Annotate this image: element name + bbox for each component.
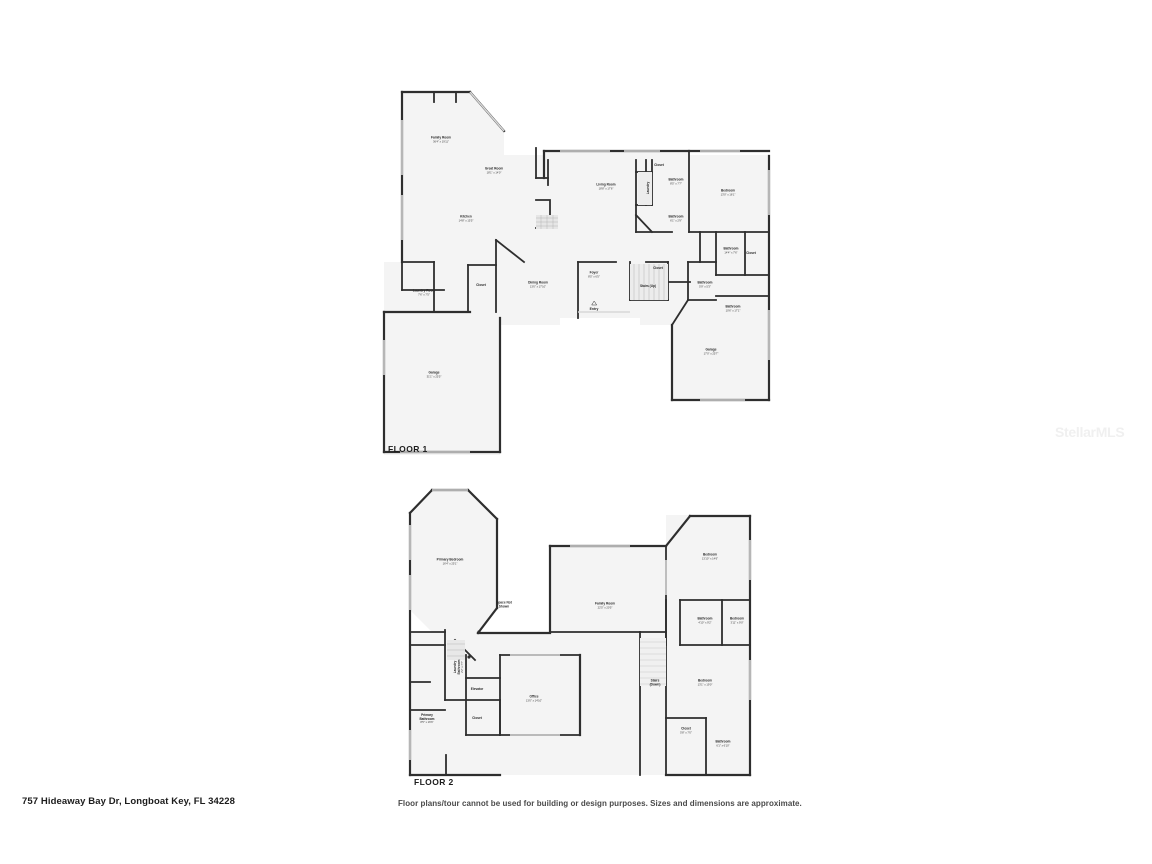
f2-center-fill — [410, 545, 666, 775]
f2-stairs-hatch — [640, 638, 666, 686]
floor-2-caption: FLOOR 2 — [414, 777, 454, 787]
f1-laundry-hatch — [638, 172, 652, 205]
f1-stairs-hatch — [630, 264, 668, 300]
floor-2-shapes — [408, 488, 752, 777]
f2-pb-diag-br — [476, 606, 499, 635]
f1-open-3 — [469, 91, 505, 132]
f1-kitchen-island-hatch — [536, 215, 558, 229]
f1-part-30 — [670, 298, 690, 327]
stellarmls-watermark: StellarMLS — [1055, 424, 1125, 440]
entry-arrow-icon — [591, 301, 597, 306]
entry-marker-label: Entry — [590, 301, 598, 311]
f2-door-dots — [467, 630, 481, 659]
floor-1-shapes — [382, 90, 771, 455]
disclaimer-text: Floor plans/tour cannot be used for buil… — [398, 799, 802, 808]
f1-part-13 — [494, 238, 526, 264]
f1-upper-fill — [402, 91, 504, 262]
f1-garage-left-fill — [384, 312, 500, 448]
property-address: 757 Hideaway Bay Dr, Longboat Key, FL 34… — [22, 796, 236, 807]
floor-1-caption: FLOOR 1 — [388, 444, 428, 454]
f1-part-20 — [634, 213, 654, 234]
f2-primary-fill — [410, 489, 497, 632]
f2-pb-diag-tl — [408, 488, 434, 515]
f2-laundry-hatch — [447, 640, 465, 660]
f2-right-diag — [664, 514, 692, 548]
f2-pb-diag-tr — [466, 488, 499, 521]
